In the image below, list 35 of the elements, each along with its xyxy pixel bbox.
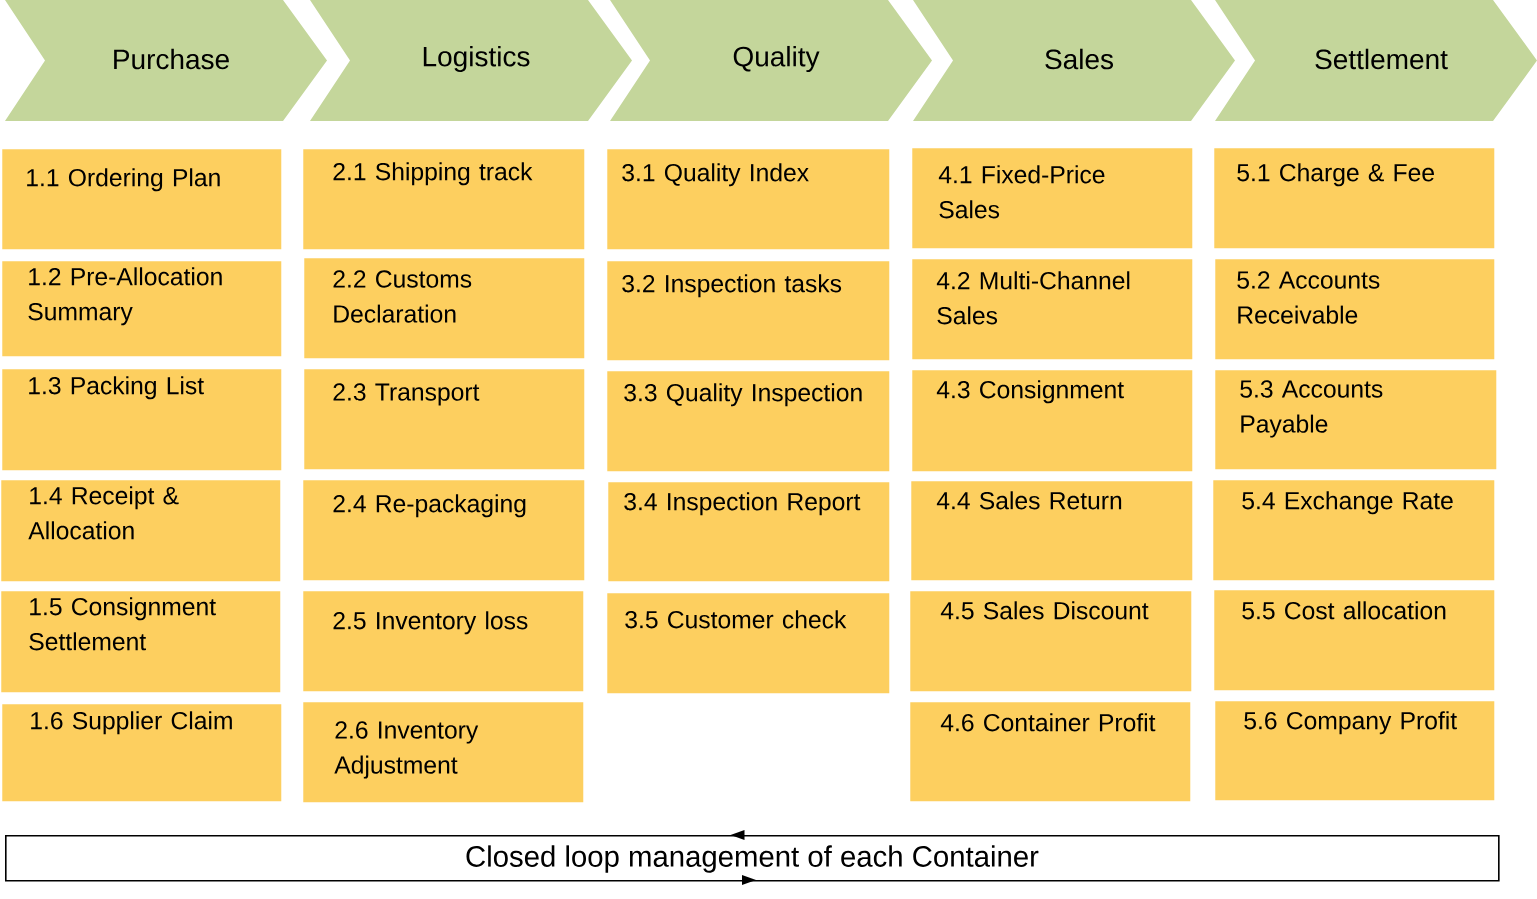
process-box: 2.2 Customs Declaration bbox=[304, 258, 585, 359]
process-box: 2.1 Shipping track bbox=[303, 149, 585, 250]
stage-header: Logistics bbox=[310, 0, 632, 121]
stage-header: Quality bbox=[610, 0, 932, 121]
stage-header: Settlement bbox=[1215, 0, 1537, 121]
process-box: 1.2 Pre-Allocation Summary bbox=[2, 261, 282, 357]
process-box: 5.1 Charge & Fee bbox=[1214, 148, 1495, 249]
stage-header: Purchase bbox=[5, 0, 327, 121]
process-box: 4.3 Consignment bbox=[912, 370, 1193, 472]
process-box: 5.3 Accounts Payable bbox=[1215, 370, 1497, 470]
process-box: 3.3 Quality Inspection bbox=[607, 371, 890, 472]
process-box: 2.3 Transport bbox=[304, 369, 585, 470]
process-box: 4.2 Multi-Channel Sales bbox=[912, 259, 1193, 360]
process-box: 2.4 Re-packaging bbox=[303, 480, 585, 581]
process-box: 4.6 Container Profit bbox=[910, 702, 1191, 802]
process-box: 2.6 Inventory Adjustment bbox=[303, 702, 584, 803]
process-box: 5.6 Company Profit bbox=[1215, 701, 1495, 801]
process-box: 4.4 Sales Return bbox=[911, 481, 1193, 581]
loop-box: Closed loop management of each Container bbox=[5, 835, 1500, 882]
process-box: 5.5 Cost allocation bbox=[1214, 590, 1495, 691]
process-box: 1.6 Supplier Claim bbox=[2, 704, 282, 802]
process-box: 1.1 Ordering Plan bbox=[2, 149, 282, 250]
process-box: 3.5 Customer check bbox=[607, 593, 890, 694]
process-box: 3.1 Quality Index bbox=[607, 149, 890, 250]
process-box: 1.5 Consignment Settlement bbox=[1, 591, 281, 693]
process-box: 1.3 Packing List bbox=[2, 369, 282, 471]
process-box: 4.5 Sales Discount bbox=[910, 591, 1192, 692]
stage-header: Sales bbox=[913, 0, 1235, 121]
process-box: 5.2 Accounts Receivable bbox=[1215, 259, 1495, 360]
process-box: 5.4 Exchange Rate bbox=[1213, 480, 1495, 581]
process-box: 3.2 Inspection tasks bbox=[607, 261, 890, 361]
process-box: 3.4 Inspection Report bbox=[608, 482, 890, 582]
process-box: 2.5 Inventory loss bbox=[303, 591, 584, 692]
process-box: 1.4 Receipt & Allocation bbox=[1, 480, 281, 582]
process-box: 4.1 Fixed-Price Sales bbox=[912, 148, 1193, 249]
